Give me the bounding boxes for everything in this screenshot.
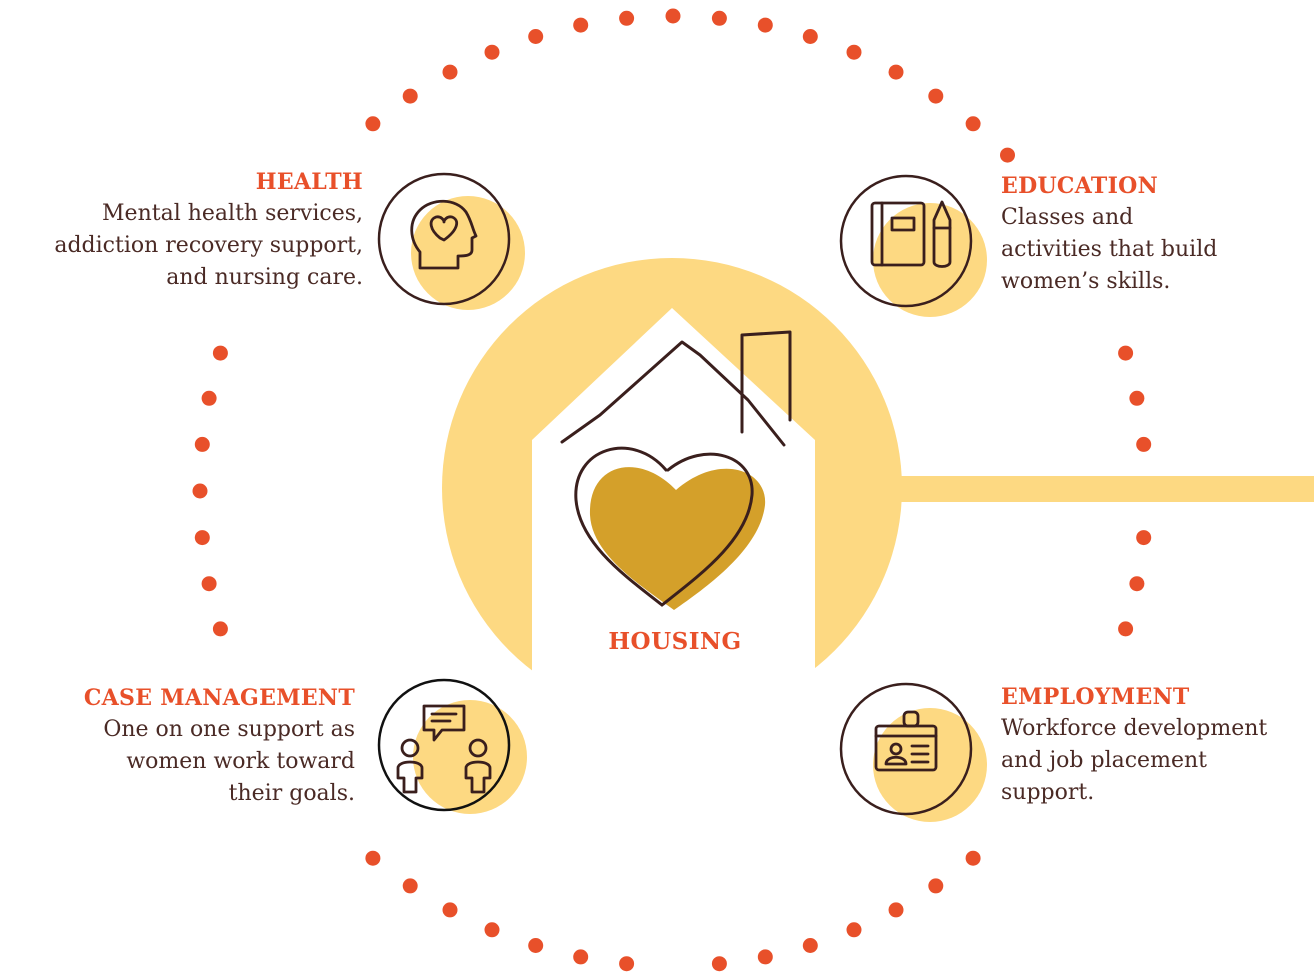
ring-dot-40 [1000,147,1015,163]
employment-label-block: EMPLOYMENT Workforce development and job… [1001,683,1314,809]
ring-dot-34 [757,17,773,33]
ring-dot-32 [665,8,681,24]
ring-dot-19 [201,576,217,592]
ring-dot-29 [528,29,544,44]
education-label-block: EDUCATION Classes and activities that bu… [1001,172,1314,298]
ring-dot-12 [573,949,589,965]
ring-dot-30 [573,17,589,33]
education-description: Classes and activities that build women’… [1001,205,1218,294]
ring-dot-1 [1136,530,1152,546]
health-description: Mental health services, addiction recove… [54,201,363,290]
ring-dot-35 [802,29,818,44]
education-ring [839,174,973,308]
head-heart-icon [410,199,478,270]
ring-dot-41 [1118,345,1134,361]
case-management-node [377,678,527,814]
ring-dot-25 [365,116,381,132]
housing-label: HOUSING [608,628,742,655]
ring-dot-13 [528,938,544,953]
ring-dot-28 [484,44,500,60]
connector-bar [900,476,1314,502]
ring-dot-36 [846,44,862,60]
employment-ring [839,682,973,816]
employment-title: EMPLOYMENT [1001,684,1190,710]
case-ring [377,678,511,812]
case-yellow-disc [413,700,527,814]
case-management-title: CASE MANAGEMENT [83,685,355,711]
ring-dot-37 [888,64,904,80]
ring-dot-20 [194,530,210,546]
ring-dot-22 [194,436,210,452]
ring-dot-39 [965,116,981,132]
ring-dot-10 [711,956,727,972]
ring-dot-4 [965,850,981,866]
ring-dot-15 [442,902,458,918]
health-node [377,172,525,310]
ring-dot-17 [365,850,381,866]
education-title: EDUCATION [1001,173,1159,199]
people-chat-icon [396,704,492,794]
ring-dot-21 [192,483,208,499]
health-ring [377,172,511,306]
ring-dot-11 [619,956,635,972]
ring-dot-26 [402,88,418,104]
dotted-ring [192,8,1154,972]
ring-dot-18 [212,621,228,637]
ring-dot-24 [212,345,228,361]
ring-dot-38 [928,88,944,104]
heart-fill [589,467,766,610]
education-yellow-disc [873,203,987,317]
notebook-pencil-icon [870,200,952,268]
ring-dot-2 [1129,576,1145,592]
ring-dot-43 [1136,436,1152,452]
ring-dot-14 [484,922,500,938]
chimney [740,330,792,434]
house-heart-icon [560,330,792,610]
ring-dot-5 [928,878,944,894]
roof-line [560,340,786,447]
ring-dot-8 [802,938,818,953]
employment-node [839,682,987,822]
case-management-label-block: CASE MANAGEMENT One on one support as wo… [0,684,355,810]
ring-dot-27 [442,64,458,80]
ring-dot-9 [757,949,773,965]
employment-description: Workforce development and job placement … [1001,716,1268,805]
ring-dot-33 [711,10,727,26]
health-label-block: HEALTH Mental health services, addiction… [0,168,363,294]
ring-dot-31 [619,10,635,26]
ring-dot-3 [1118,621,1134,637]
health-title: HEALTH [255,169,363,195]
housing-graphic [442,258,1314,730]
case-management-description: One on one support as women work toward … [103,717,355,806]
id-badge-icon [874,710,938,772]
ring-dot-7 [846,922,862,938]
ring-dot-16 [402,878,418,894]
health-yellow-disc [411,196,525,310]
education-node [839,174,987,317]
ring-dot-23 [201,390,217,406]
ring-dot-6 [888,902,904,918]
ring-dot-42 [1129,390,1145,406]
heart-outline [574,446,754,607]
